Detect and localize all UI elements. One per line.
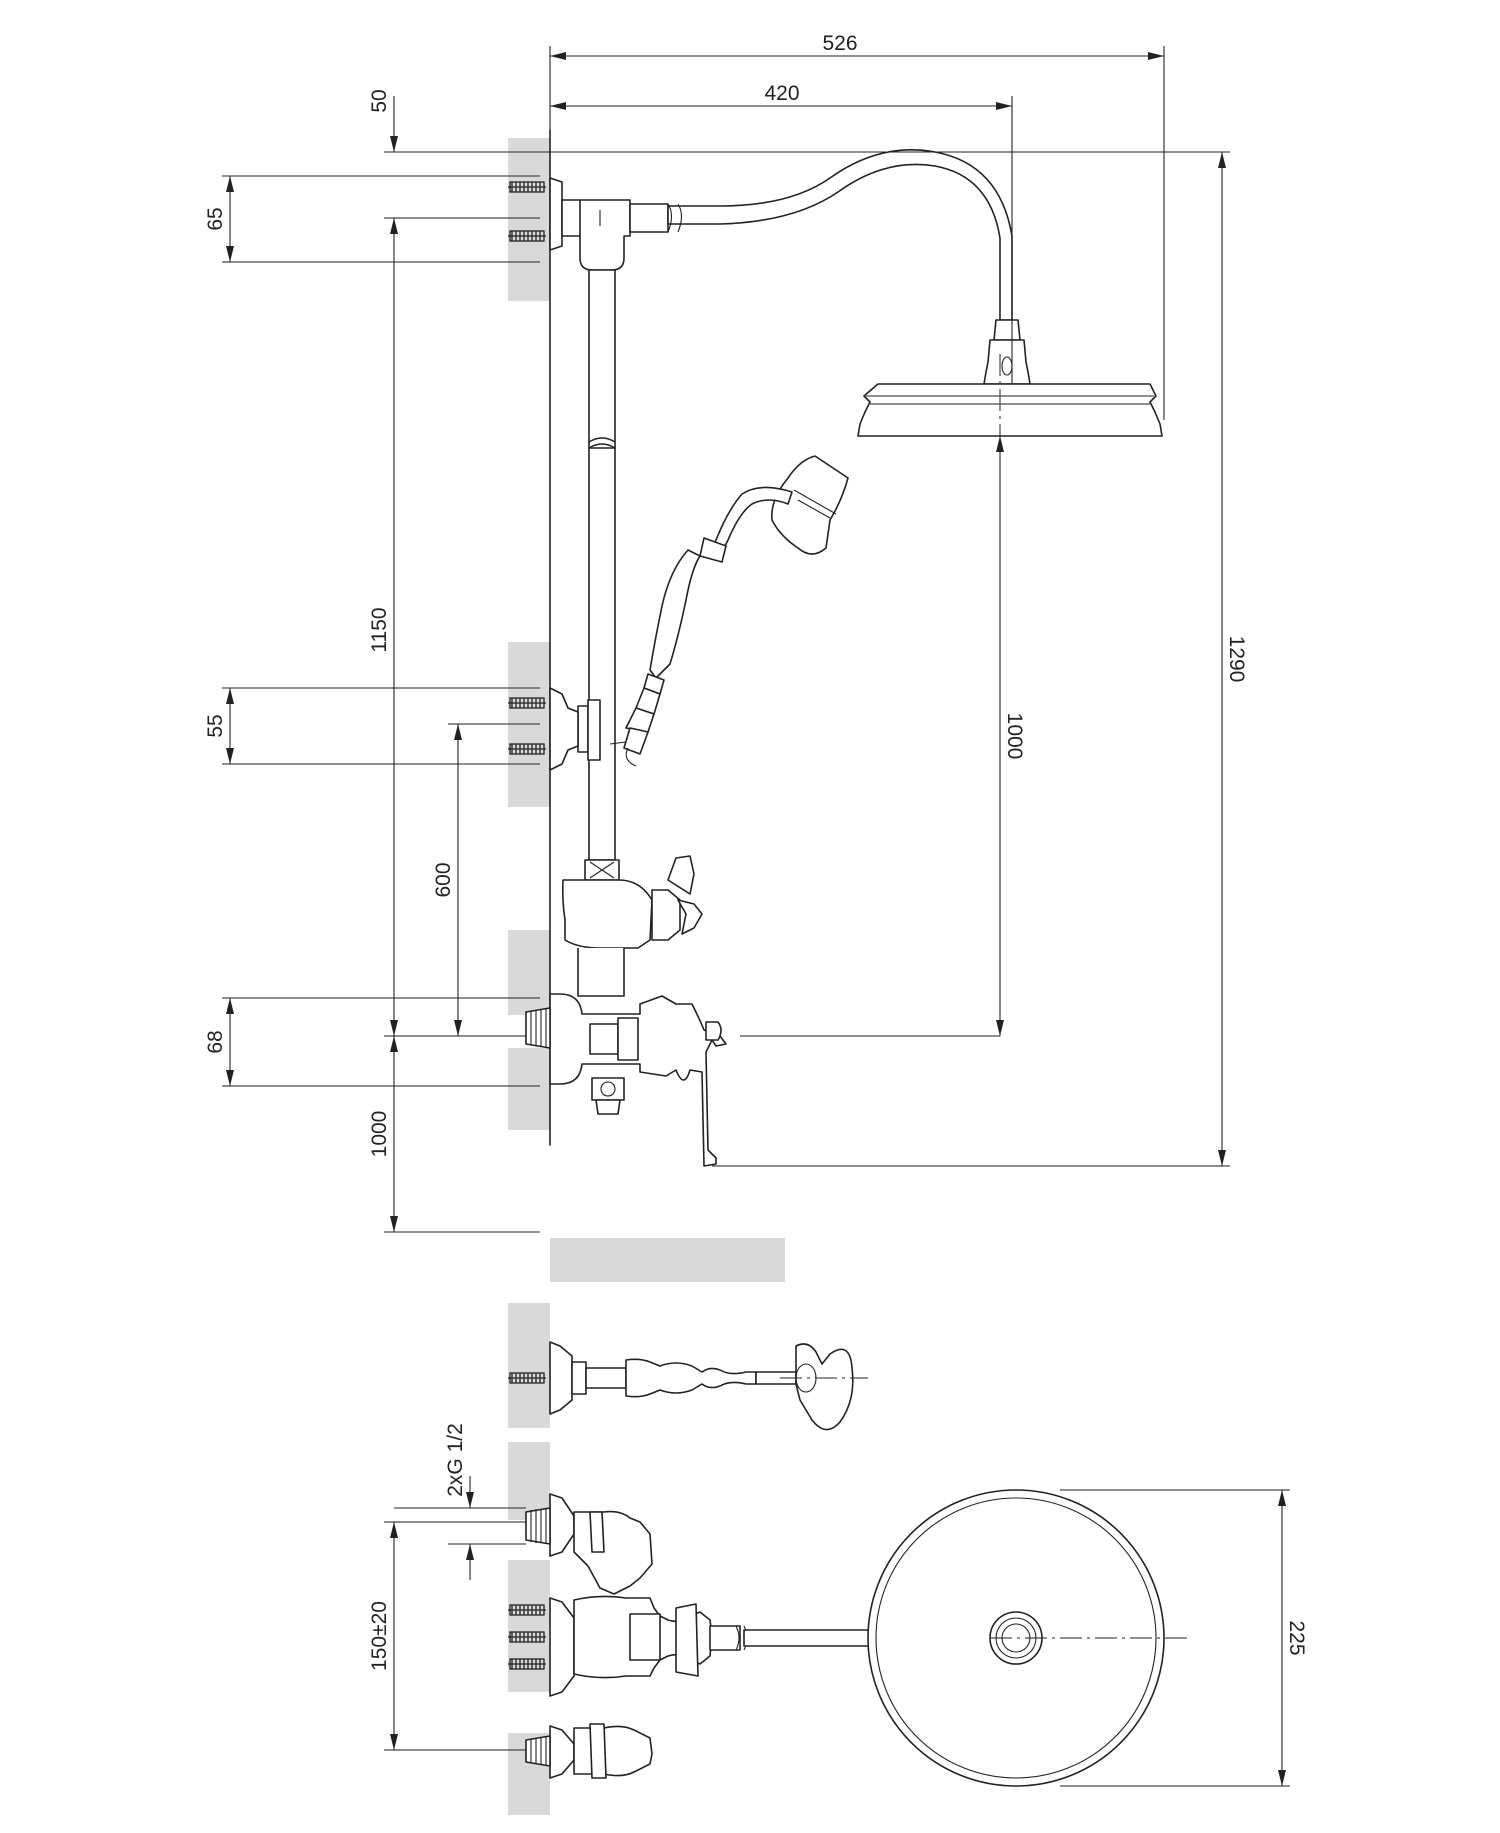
wall-section-plan-handshower xyxy=(508,1303,550,1428)
dim-55: 55 xyxy=(204,714,227,737)
dim-1000-right: 1000 xyxy=(1003,713,1026,760)
hand-shower-plan xyxy=(549,1341,854,1431)
hand-shower-icon xyxy=(609,455,849,767)
mixer-plan xyxy=(525,1489,1165,1787)
dimension-labels: 526 420 50 65 1150 55 600 68 1000 1000 1… xyxy=(204,32,1308,1671)
dim-420: 420 xyxy=(764,82,799,105)
dimension-lines xyxy=(222,46,1290,1787)
wall-sections xyxy=(508,129,785,1815)
wall-section-mixer-upper xyxy=(508,930,550,1015)
dim-65: 65 xyxy=(204,207,227,230)
lever-handle-icon xyxy=(705,1021,722,1041)
dim-2xg-1-2: 2xG 1/2 xyxy=(444,1423,467,1497)
center-lines xyxy=(780,354,1190,1639)
shower-head-icon xyxy=(857,383,1163,437)
dim-526: 526 xyxy=(822,32,857,55)
wall-section-top xyxy=(508,138,550,301)
floor-section xyxy=(550,1238,785,1282)
wall-section-mixer-lower xyxy=(508,1048,550,1130)
dim-1150: 1150 xyxy=(368,607,391,652)
dim-1290: 1290 xyxy=(1225,636,1248,683)
dim-68: 68 xyxy=(204,1030,227,1053)
shower-column-elevation xyxy=(525,149,1163,1167)
dim-150-20: 150±20 xyxy=(368,1601,391,1671)
dim-1000-bottom: 1000 xyxy=(368,1111,391,1158)
dim-225: 225 xyxy=(1285,1620,1308,1655)
dim-50: 50 xyxy=(368,89,391,112)
wall-section-plan-middle xyxy=(508,1560,550,1692)
wall-section-plan-upper xyxy=(508,1442,550,1520)
mixer-valve-icon xyxy=(525,855,727,1167)
dim-600: 600 xyxy=(432,862,455,897)
